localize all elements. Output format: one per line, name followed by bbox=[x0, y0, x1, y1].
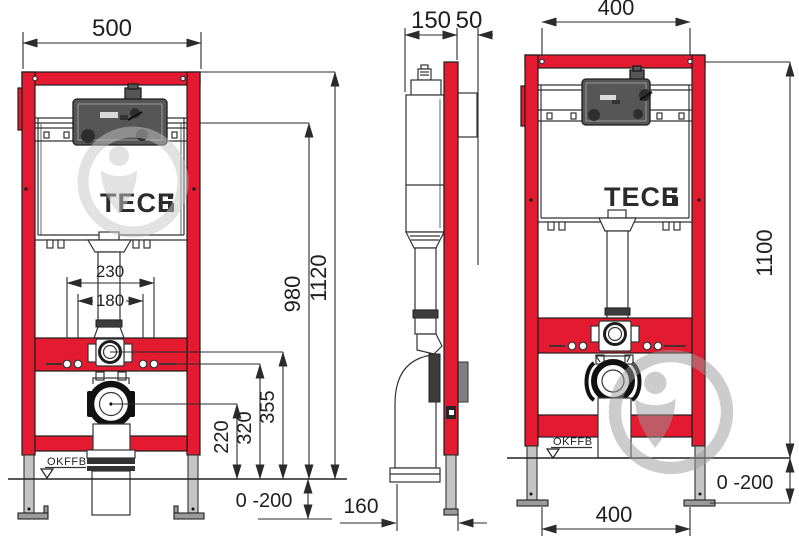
front-height-dimensions: 220 320 355 980 1120 bbox=[110, 71, 340, 480]
fixings-height-label: 320 bbox=[234, 411, 256, 444]
frame-top-bar bbox=[21, 71, 201, 86]
front-view: 500 TECE bbox=[8, 15, 347, 520]
rear-flush-pipe bbox=[598, 209, 637, 324]
rear-flush-unit bbox=[581, 65, 653, 126]
drain-pipe-lower bbox=[91, 470, 131, 516]
side-view: 150 50 160 bbox=[340, 7, 493, 531]
front-height-label: 1120 bbox=[306, 254, 331, 301]
drain-height-label: 220 bbox=[211, 420, 233, 453]
side-drain-elbow bbox=[389, 353, 441, 483]
rear-frame bbox=[520, 54, 706, 447]
foot-right bbox=[187, 454, 199, 514]
front-width-label: 500 bbox=[92, 15, 132, 42]
tece-logo-rear: TECE bbox=[604, 182, 680, 212]
front-feet bbox=[17, 454, 205, 520]
water-supply-fitting bbox=[603, 322, 627, 346]
cistern-top-height-label: 980 bbox=[280, 276, 305, 313]
rear-floor-range-label: 0 -200 bbox=[717, 472, 774, 494]
supply-height-label: 355 bbox=[257, 390, 279, 423]
front-flush-pipe bbox=[86, 231, 133, 339]
rear-top-dimension: 400 bbox=[541, 0, 691, 58]
side-drain-offset-label: 160 bbox=[343, 495, 378, 518]
front-width-dimension: 500 bbox=[22, 15, 202, 69]
tece-logo-text: TECE bbox=[604, 182, 680, 212]
rear-foot-width-label: 400 bbox=[596, 502, 633, 527]
rear-feet bbox=[516, 445, 716, 507]
front-floor-level: OKFFB 0 -200 bbox=[8, 456, 347, 520]
front-floor-range-label: 0 -200 bbox=[236, 490, 293, 512]
logo-dot-small bbox=[168, 194, 173, 199]
side-depth-dimensions: 150 50 bbox=[404, 7, 493, 265]
side-foot bbox=[445, 454, 457, 510]
foot-left bbox=[23, 454, 35, 514]
fixing-inner-label: 180 bbox=[96, 291, 124, 310]
rear-view: 400 TECE bbox=[507, 0, 795, 536]
wall-bracket bbox=[457, 92, 478, 138]
rear-fixing-width-label: 400 bbox=[598, 0, 635, 20]
rear-floor-level: OKFFB 0 -200 bbox=[507, 436, 795, 504]
side-rail bbox=[443, 61, 478, 516]
rear-floor-level-label: OKFFB bbox=[553, 436, 593, 448]
flush-unit-button bbox=[124, 87, 142, 101]
frame-rail-left bbox=[21, 71, 36, 456]
rear-height-dimension: 1100 bbox=[705, 61, 795, 459]
side-drain-offset-dimension: 160 bbox=[340, 484, 487, 531]
rear-height-label: 1100 bbox=[752, 229, 777, 276]
frame-rail-right bbox=[186, 71, 201, 456]
side-rail-profile bbox=[443, 61, 459, 456]
rear-foot-dimension: 400 bbox=[541, 502, 691, 536]
wc-elbow-side bbox=[457, 361, 469, 403]
front-floor-level-label: OKFFB bbox=[47, 456, 87, 468]
side-cistern bbox=[405, 64, 445, 355]
side-depth-label: 150 bbox=[411, 7, 451, 34]
front-upper-crossbar bbox=[34, 337, 188, 372]
front-lower-assembly bbox=[34, 423, 188, 516]
watermark-badge-right bbox=[615, 356, 727, 468]
fixing-outer-label: 230 bbox=[96, 262, 124, 281]
rear-upper-crossbar bbox=[537, 317, 693, 354]
front-drain-connection bbox=[87, 371, 135, 428]
side-rail-depth-label: 50 bbox=[456, 7, 483, 34]
